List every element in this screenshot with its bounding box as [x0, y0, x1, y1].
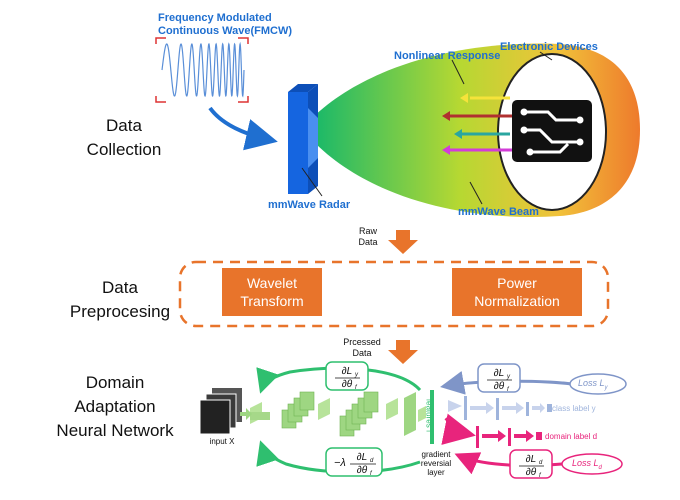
input-label: input X: [209, 437, 235, 446]
power-normalization-box: Power Normalization: [452, 268, 582, 316]
electronic-device: [497, 53, 607, 211]
svg-text:d: d: [370, 458, 374, 464]
label-predictor: [448, 396, 552, 420]
svg-text:∂θ: ∂θ: [526, 467, 537, 478]
backprop-top-arrow: [256, 366, 422, 394]
nonlinear-response-arrows: [442, 93, 512, 155]
beam-label: mmWave Beam: [458, 206, 539, 218]
svg-text:y: y: [354, 372, 359, 378]
svg-text:y: y: [506, 374, 511, 380]
mmwave-radar: [288, 84, 318, 194]
raw-data-label: Raw Data: [358, 226, 378, 247]
svg-text:f: f: [370, 471, 373, 477]
domain-label: domain label d: [545, 432, 598, 441]
signal-arrow: [208, 106, 278, 151]
loss-y-label: Loss Ly: [578, 378, 608, 391]
wavelet-transform-box: Wavelet Transform: [222, 268, 322, 316]
class-label: class label y: [552, 404, 596, 413]
svg-text:d: d: [539, 460, 543, 466]
nonlinear-response-label: Nonlinear Response: [394, 50, 501, 62]
feature-extractor: [250, 391, 426, 437]
stage-label-domain-adaptation: Domain Adaptation Neural Network: [56, 373, 174, 440]
gradient-box-reversed: −λ ∂L d ∂θ f: [325, 447, 383, 477]
svg-text:f: f: [539, 473, 542, 479]
svg-text:∂L: ∂L: [494, 368, 505, 379]
electronic-devices-label: Electronic Devices: [500, 41, 598, 53]
grl-label: gradient reversial layer: [420, 450, 452, 477]
loss-d-ellipse: [561, 453, 623, 475]
features-label: features f: [424, 398, 434, 433]
svg-text:f: f: [355, 385, 358, 391]
stage-label-data-preprocessing: Data Preprocesing: [69, 278, 171, 321]
svg-text:f: f: [507, 387, 510, 393]
processed-data-label: Prcessed Data: [343, 337, 381, 358]
down-arrow-processed: [388, 340, 418, 364]
down-arrow-raw: [388, 230, 418, 254]
radar-label: mmWave Radar: [268, 199, 351, 211]
svg-text:∂L: ∂L: [342, 366, 353, 377]
forward-arrows: [240, 408, 252, 420]
svg-text:∂θ: ∂θ: [494, 381, 505, 392]
svg-text:∂L: ∂L: [357, 452, 368, 463]
stage-label-data-collection: Data Collection: [86, 116, 162, 159]
backprop-bottom-arrow: [256, 440, 421, 474]
gradient-box-class: ∂L y ∂θ f: [477, 363, 521, 393]
loss-y-ellipse: [569, 373, 627, 395]
svg-text:∂L: ∂L: [526, 454, 537, 465]
input-stack: [199, 388, 242, 435]
loss-d-label: Loss Ld: [572, 458, 602, 471]
fmcw-label: Frequency Modulated Continuous Wave(FMCW…: [158, 12, 293, 37]
gradient-box-domain: ∂L d ∂θ f: [509, 449, 553, 479]
domain-classifier: [441, 413, 542, 448]
svg-text:∂θ: ∂θ: [357, 465, 368, 476]
svg-text:−λ: −λ: [334, 457, 346, 469]
svg-text:∂θ: ∂θ: [342, 379, 353, 390]
fmcw-waveform: [155, 37, 249, 103]
features-bar: [430, 390, 434, 444]
gradient-box-top: ∂L y ∂θ f: [325, 361, 369, 391]
